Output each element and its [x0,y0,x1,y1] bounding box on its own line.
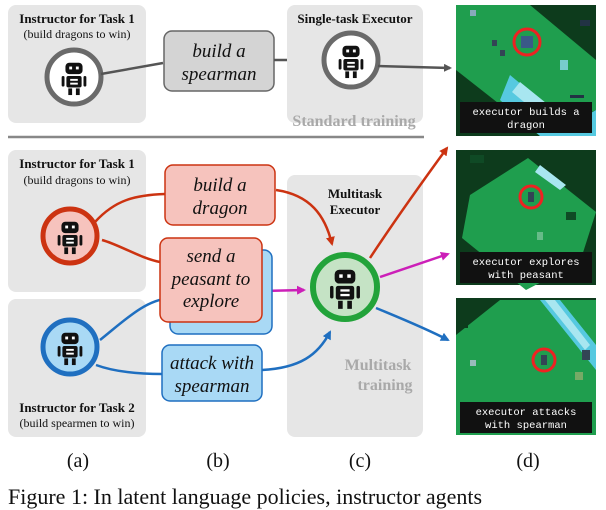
column-label-c: (c) [348,450,372,472]
standard-edge-to-screen [377,63,452,72]
message-send-peasant-line-2: peasant to [170,269,251,290]
highlight-circle [531,347,557,373]
multitask-executor-title-2: Executor [330,202,381,217]
standard-executor-title: Single-task Executor [297,11,412,26]
multitask-training-label-2: training [357,377,412,394]
message-build-dragon-line-1: build a [193,175,246,196]
figure-caption: Figure 1: In latent language policies, i… [8,484,483,509]
screen3-caption-line-2: with spearman [485,420,567,432]
message-attack-line-1: attack with [170,353,254,374]
edge-instructor1-to-peasant [101,238,161,264]
message-attack-spearman [161,344,263,402]
game-screen-3: executor attacks with spearman [456,298,596,435]
highlight-circle [518,184,544,210]
diagram: Instructor for Task 1 (build dragons to … [8,5,596,437]
message-send-peasant-line-1: send a [186,246,235,267]
edge-instructor2-to-attack [95,363,163,376]
game-screen-1: executor builds a dragon [456,5,596,136]
screen1-caption-line-1: executor builds a [472,107,579,119]
edge-executor-to-screen3 [375,306,450,342]
screen1-caption-line-2: dragon [507,120,545,132]
screen3-caption-line-1: executor attacks [476,407,577,419]
edge-executor-to-screen2 [379,251,450,279]
message-build-dragon-line-2: dragon [193,198,248,219]
standard-instructor-title: Instructor for Task 1 [19,11,134,26]
instructor1-subtitle: (build dragons to win) [24,173,131,187]
multitask-training-label-1: Multitask [345,357,412,374]
message-build-dragon [164,164,276,226]
instructor2-subtitle: (build spearmen to win) [20,416,135,430]
column-label-d: (d) [516,450,540,472]
instructor2-title: Instructor for Task 2 [19,400,134,415]
message-send-peasant [159,237,263,323]
edge-dragon-to-executor [275,188,335,246]
column-label-a: (a) [66,450,90,472]
game-screen-2: executor explores with peasant [456,150,596,290]
instructor1-title: Instructor for Task 1 [19,156,134,171]
standard-message-line-1: build a [192,41,245,62]
highlight-circle [512,27,542,57]
screen2-caption-line-1: executor explores [472,257,579,269]
message-send-peasant-line-3: explore [183,291,239,312]
edge-attack-to-executor [261,330,332,372]
screen2-caption-line-2: with peasant [488,270,564,282]
standard-instructor-subtitle: (build dragons to win) [24,27,131,41]
column-label-b: (b) [206,450,230,472]
standard-edge-left [100,61,164,76]
standard-message-line-2: spearman [182,64,257,85]
edge-instructor1-to-dragon [94,192,166,223]
multitask-executor-title-1: Multitask [328,186,383,201]
message-attack-line-2: spearman [175,376,250,397]
standard-training-label: Standard training [292,113,415,130]
edge-executor-to-screen1 [368,146,449,259]
